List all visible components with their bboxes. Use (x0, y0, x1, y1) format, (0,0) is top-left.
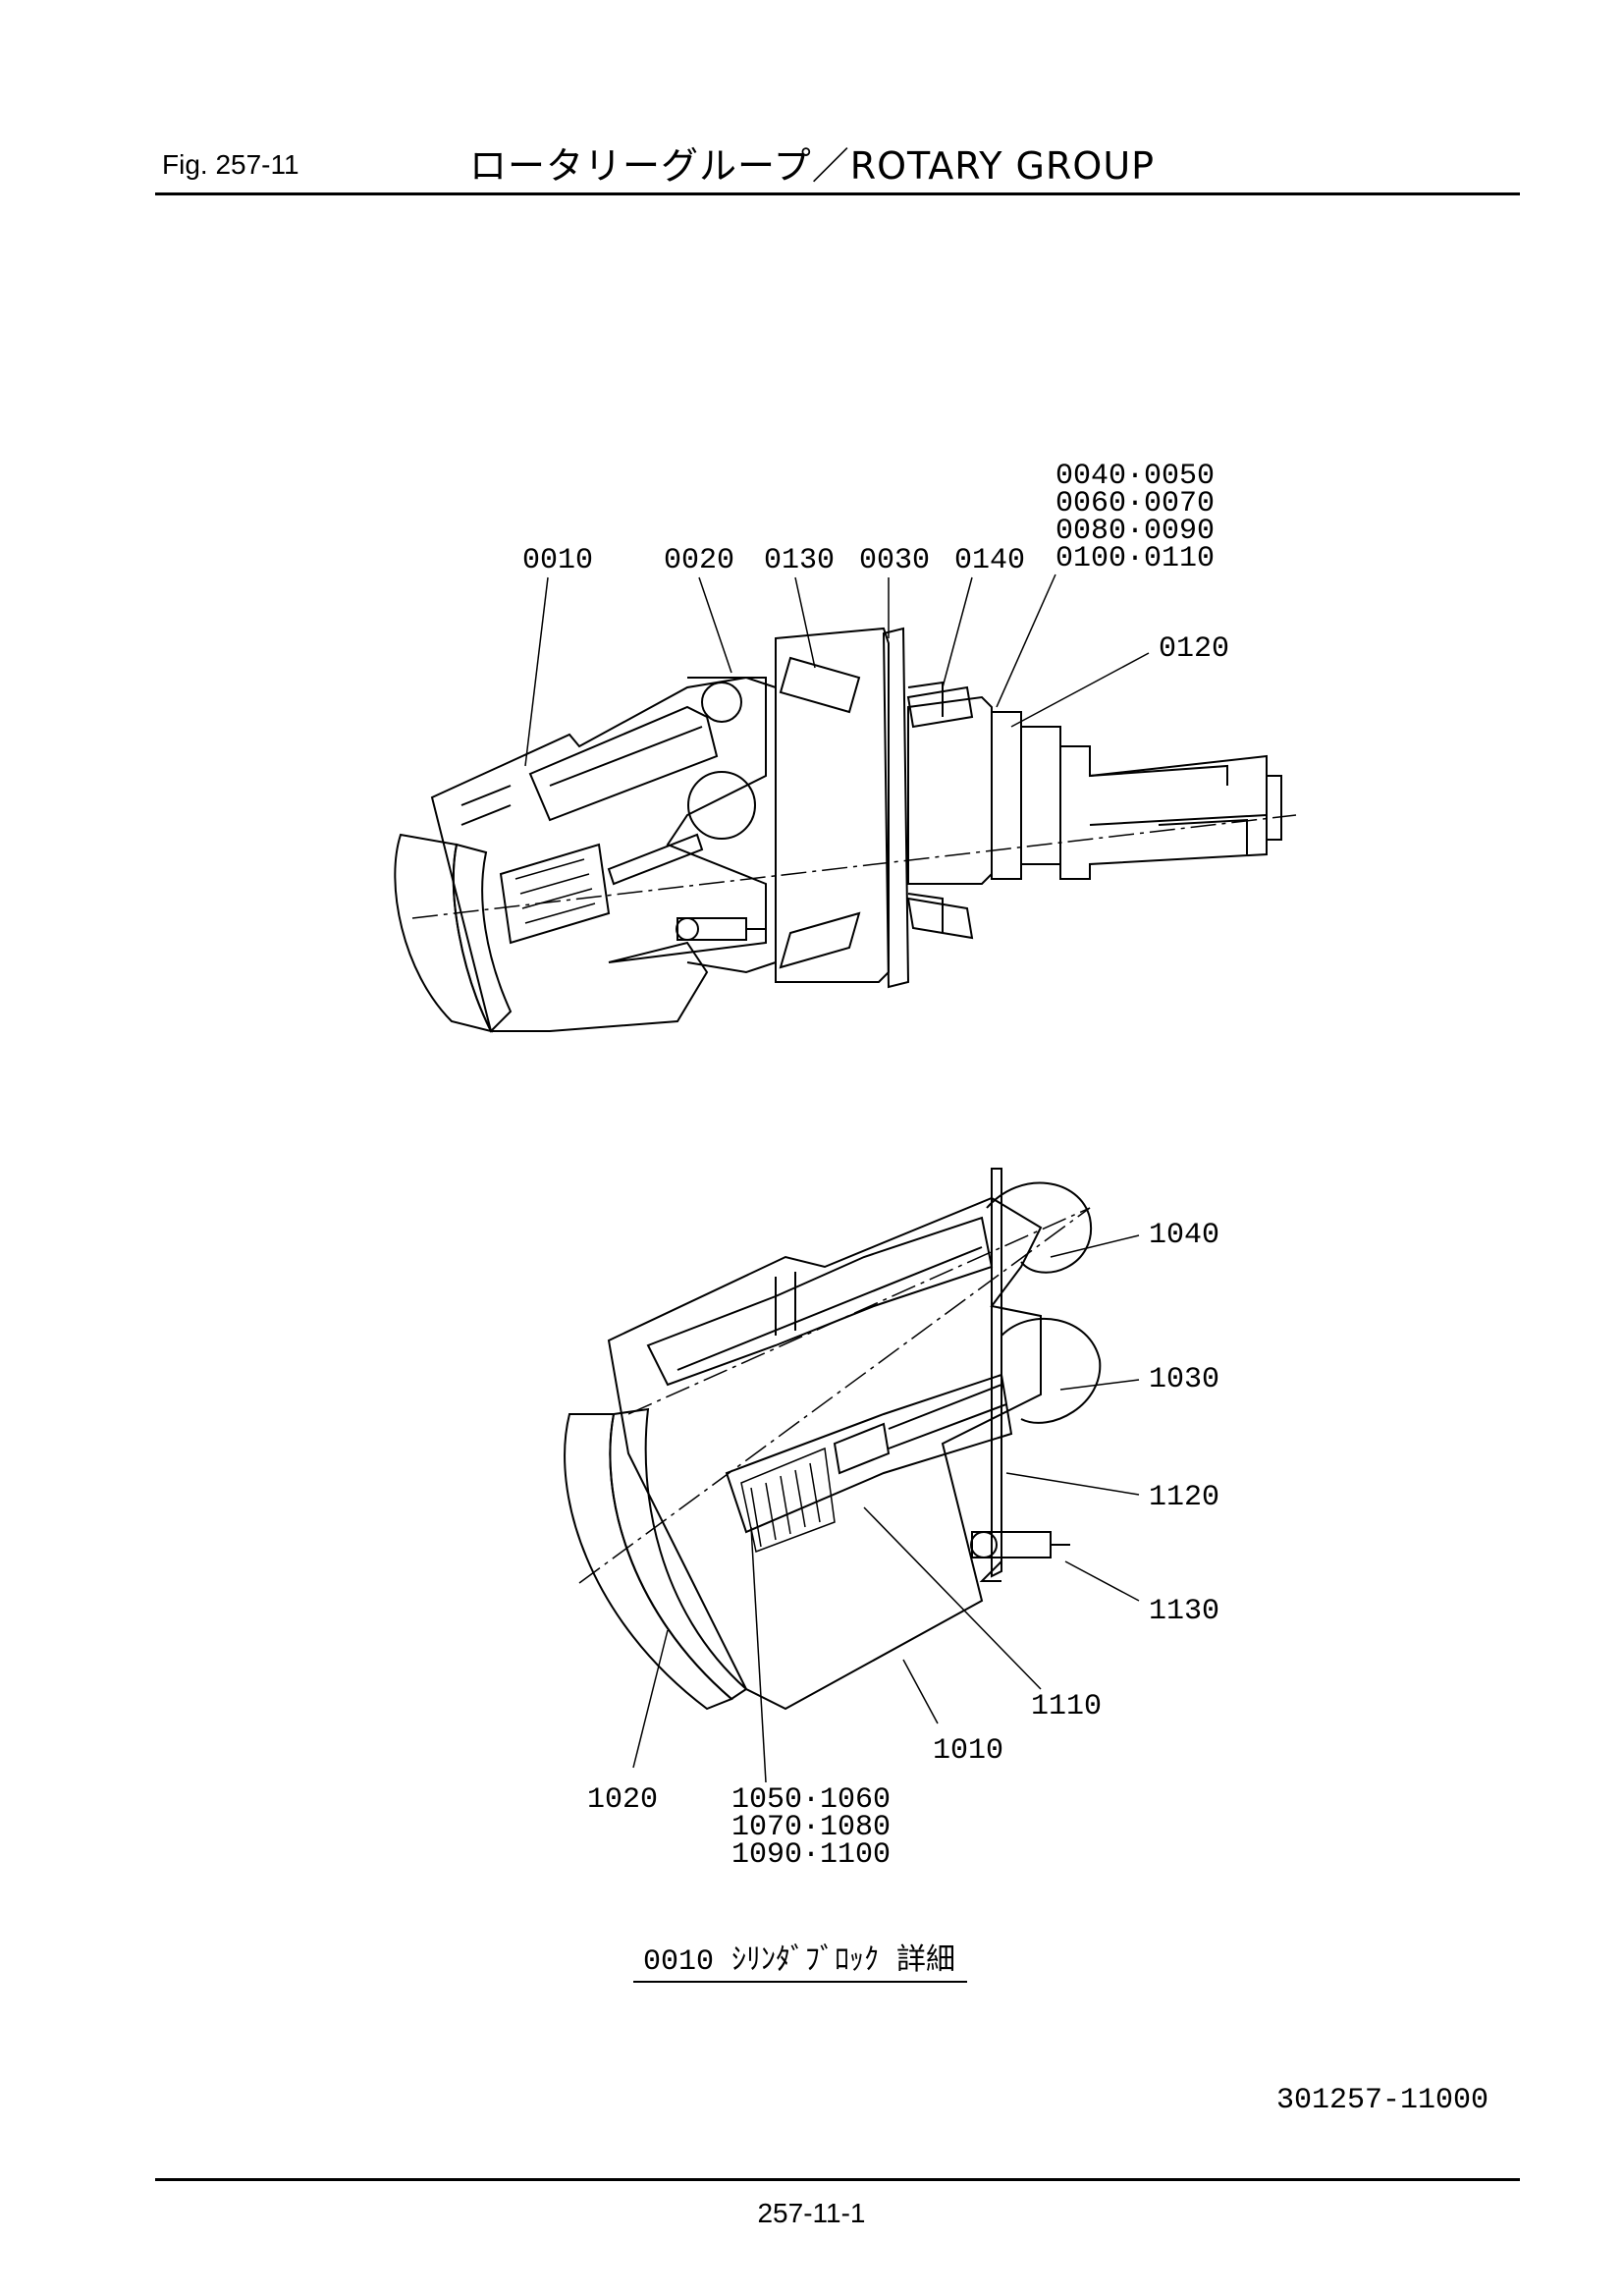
label-1110: 1110 (1031, 1690, 1102, 1723)
label-1130: 1130 (1149, 1595, 1219, 1628)
label-1040: 1040 (1149, 1219, 1219, 1252)
label-0100-0110: 0100·0110 (1055, 542, 1215, 575)
label-1090-1100: 1090·1100 (731, 1838, 891, 1872)
label-0040-0050: 0040·0050 (1055, 460, 1215, 493)
detail-caption: 0010 ｼﾘﾝﾀﾞﾌﾞﾛｯｸ 詳細 (643, 1943, 955, 1979)
label-1020: 1020 (587, 1783, 658, 1817)
rotary-group-assembly-drawing (394, 627, 1297, 1033)
label-0120: 0120 (1159, 632, 1229, 666)
header-rule (155, 192, 1520, 195)
label-1050-1060: 1050·1060 (731, 1783, 891, 1817)
label-0130: 0130 (764, 544, 835, 577)
label-0140: 0140 (954, 544, 1025, 577)
label-0010: 0010 (522, 544, 593, 577)
label-0080-0090: 0080·0090 (1055, 515, 1215, 548)
cylinder-block-detail-drawing (564, 1168, 1102, 1711)
page-number: 257-11-1 (757, 2198, 866, 2228)
label-1120: 1120 (1149, 1481, 1219, 1514)
top-leader-lines (524, 574, 1150, 767)
label-1010: 1010 (933, 1734, 1003, 1768)
label-0030: 0030 (859, 544, 930, 577)
figure-number: Fig. 257-11 (162, 149, 299, 180)
footer-rule (155, 2178, 1520, 2181)
label-1070-1080: 1070·1080 (731, 1811, 891, 1844)
page-title: ロータリーグループ／ROTARY GROUP (469, 144, 1156, 188)
label-0060-0070: 0060·0070 (1055, 487, 1215, 520)
label-0020: 0020 (664, 544, 734, 577)
label-1030: 1030 (1149, 1363, 1219, 1396)
drawing-number: 301257-11000 (1276, 2084, 1489, 2117)
detail-leader-lines (632, 1234, 1140, 1783)
